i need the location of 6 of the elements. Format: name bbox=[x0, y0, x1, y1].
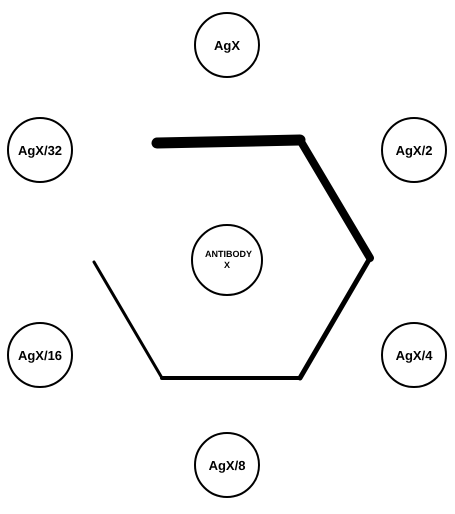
well-label: AgX/32 bbox=[18, 142, 62, 158]
well-label: AgX/2 bbox=[396, 142, 432, 158]
well-label: AgX/16 bbox=[18, 348, 62, 362]
well-label: AgX bbox=[214, 38, 240, 52]
well-label: AgX/4 bbox=[396, 348, 432, 362]
well-label: AgX/8 bbox=[208, 458, 246, 472]
